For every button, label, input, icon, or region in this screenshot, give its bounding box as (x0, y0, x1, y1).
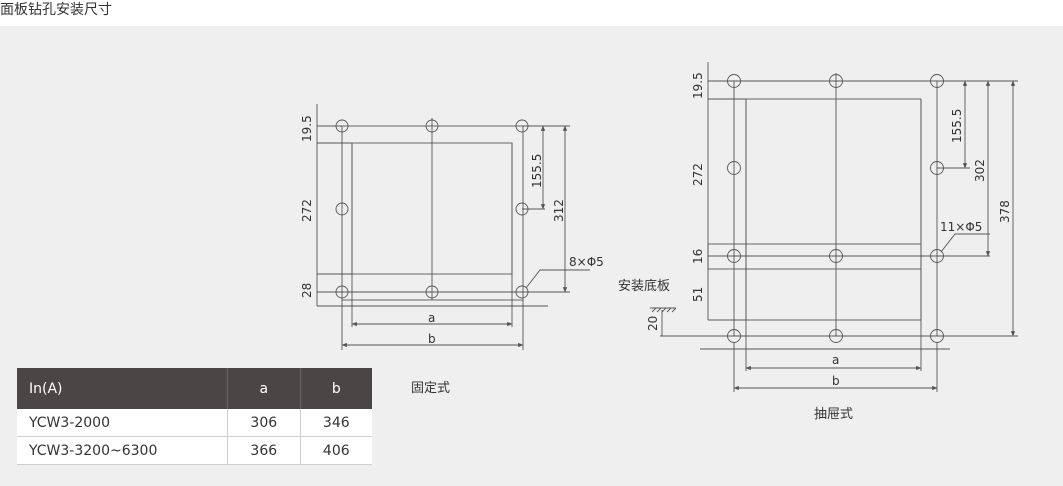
drawer-inner-cutout (745, 98, 922, 321)
fixed-caption: 固定式 (411, 381, 451, 396)
cell-a: 306 (227, 409, 301, 437)
drawer-dim-51: 51 (691, 287, 705, 302)
fixed-dim-top: 19.5 (300, 115, 314, 142)
drawer-dim-155: 155.5 (950, 109, 964, 143)
fixed-outer-plate (341, 125, 524, 301)
drawer-dim-20: 20 (646, 316, 660, 331)
col-header-current: In(A) (17, 368, 228, 409)
col-header-a: a (227, 368, 301, 409)
cell-model: YCW3-2000 (17, 409, 228, 437)
fixed-holes-label: 8×Φ5 (569, 255, 604, 269)
table-row: YCW3-2000 306 346 (17, 409, 372, 437)
fixed-dim-312: 312 (552, 199, 566, 222)
cell-b: 346 (299, 409, 372, 437)
drawer-holes-label: 11×Φ5 (940, 220, 982, 234)
drawer-outer-plate (733, 80, 938, 337)
fixed-type-drawing (316, 104, 590, 350)
cell-b: 406 (299, 436, 372, 465)
fixed-dim-mid: 272 (300, 199, 314, 222)
fixed-dim-labels: 19.5 272 28 155.5 312 8×Φ5 a b (300, 115, 604, 346)
cell-model: YCW3-3200~6300 (17, 436, 228, 465)
drawer-caption: 抽屉式 (814, 407, 854, 422)
table-header-row: In(A) a b (17, 368, 372, 409)
drawer-dim-labels: 19.5 272 16 51 20 155.5 302 378 11×Φ5 a … (618, 72, 1012, 388)
cell-a: 366 (227, 436, 301, 465)
drawer-dim-top: 19.5 (691, 72, 705, 99)
fixed-dim-bottom: 28 (300, 283, 314, 298)
fixed-dim-b: b (428, 332, 436, 346)
drawer-type-drawing (650, 62, 1018, 392)
col-header-b: b (299, 368, 372, 409)
drawer-dim-16: 16 (691, 249, 705, 264)
drawer-dim-302: 302 (973, 159, 987, 182)
mounting-base-label: 安装底板 (618, 278, 670, 294)
fixed-dim-a: a (428, 311, 435, 325)
page-title: 面板钻孔安装尺寸 (0, 2, 112, 18)
drawer-slide-band (707, 243, 922, 270)
fixed-dim-155: 155.5 (530, 154, 544, 188)
drawer-dim-378: 378 (998, 200, 1012, 223)
fixed-holes (335, 119, 529, 299)
drawer-dim-mid: 272 (691, 163, 705, 186)
table-row: YCW3-3200~6300 366 406 (17, 436, 372, 465)
drawer-dim-b: b (832, 374, 840, 388)
dimension-table: In(A) a b YCW3-2000 306 346 YCW3-3200~63… (17, 368, 372, 465)
drawer-dim-a: a (832, 353, 839, 367)
mounting-base-hatch (650, 307, 677, 313)
drawer-holes (727, 74, 944, 343)
